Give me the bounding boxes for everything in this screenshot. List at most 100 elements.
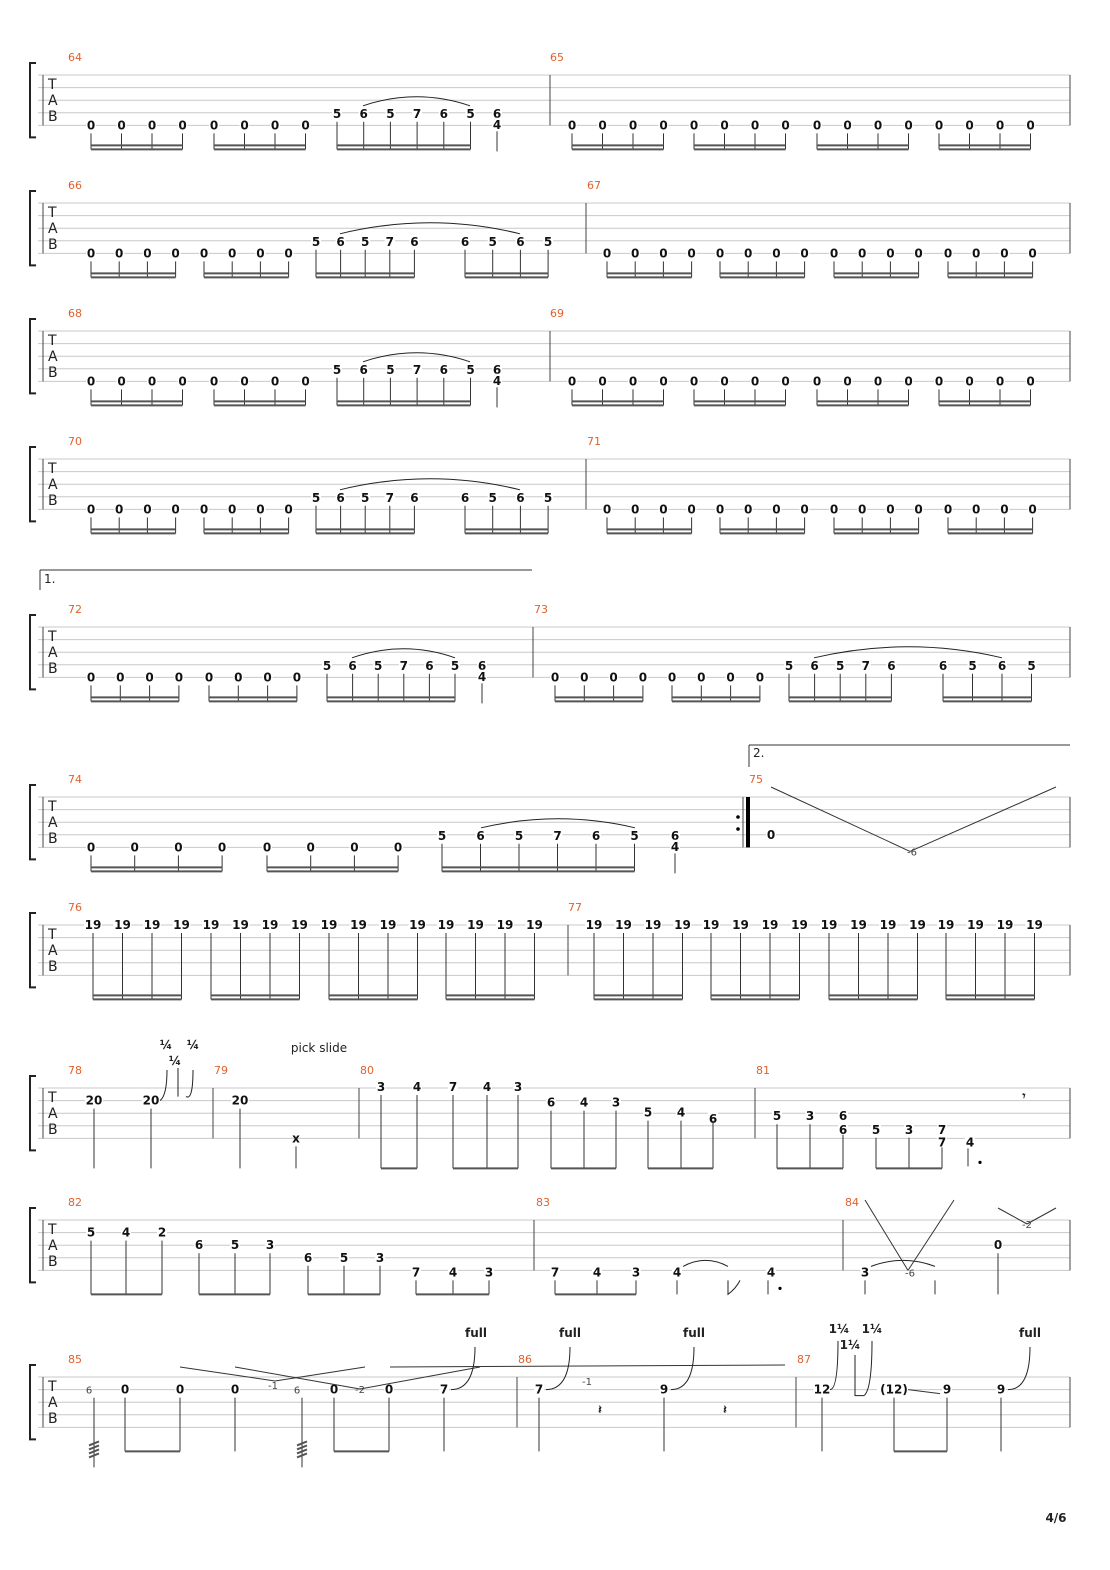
tab-letter-a: A [48,1395,58,1411]
measure-number: 83 [536,1196,550,1209]
fret-number: 4 [413,1080,421,1094]
fret-bg [86,246,96,259]
fret-number: 0 [843,374,851,388]
fret-number: 0 [744,246,752,260]
fret-bg [408,918,427,930]
fret-bg [829,502,839,515]
fret-bg [375,1250,385,1263]
fret-number: 3 [905,1123,913,1137]
fret-bg [543,490,554,503]
fret-bg [424,658,435,671]
fret-bg [177,118,188,131]
fret-number: 3 [806,1109,814,1123]
fret-number: 0 [874,374,882,388]
tab-letter-b: B [48,1122,58,1138]
fret-bg [761,918,779,930]
fret-bg [411,1265,421,1278]
whammy-return-line [909,786,1057,852]
bend-label: 1¼ [862,1322,883,1336]
fret-bg [784,658,794,671]
fret-bg [552,828,563,841]
fret-number: 0 [858,246,866,260]
whammy-value: -2 [355,1385,365,1396]
tab-letter-a: A [48,93,58,109]
fret-number: 7 [551,1265,559,1279]
measure-number: 64 [68,51,82,64]
fret-number: 6 [671,829,679,843]
fret-bg [630,502,641,515]
quarter-rest: 𝄽 [723,1403,727,1417]
fret-bg [903,374,914,387]
fret-bg [771,502,782,515]
fret-bg [142,502,153,515]
fret-number: 0 [843,118,851,132]
fret-bg [329,1382,339,1395]
fret-number: 19 [291,918,308,932]
fret-number: 6 [493,107,501,121]
bend-label: ¼ [160,1038,172,1052]
fret-number: 0 [271,374,279,388]
fret-bg [283,246,294,259]
whammy-line [359,1366,481,1390]
fret-number: 0 [228,502,236,516]
fret-bg [114,502,125,515]
fret-number: 19 [321,918,338,932]
whammy-return-line [1026,1207,1057,1225]
fret-number: 5 [489,235,497,249]
fret-number: 4 [493,118,501,132]
fret-bg [630,246,641,259]
whammy-line [389,1364,786,1368]
whammy-line [179,1366,276,1382]
fret-number: 7 [440,1383,448,1397]
tab-letter-t: T [47,77,57,93]
fret-bg [492,106,502,119]
fret-bg [1025,374,1036,387]
fret-bg [209,118,219,131]
fret-number: 5 [544,491,552,505]
fret-bg [658,374,669,387]
fret-number: 0 [200,502,208,516]
fret-number: 6 [839,1123,847,1137]
slur [362,352,471,363]
fret-number: 0 [210,374,218,388]
fret-number: 4 [767,1265,775,1279]
fret-number: 7 [413,363,421,377]
flag [727,1280,741,1296]
fret-bg [857,246,868,259]
fret-number: 0 [886,502,894,516]
fret-bg [602,502,612,515]
fret-number: 19 [467,918,484,932]
fret-number: 0 [271,118,279,132]
fret-number: 19 [114,918,131,932]
fret-bg [943,246,953,259]
fret-number: 3 [485,1265,493,1279]
fret-number: 12 [814,1383,831,1397]
fret-bg [86,502,96,515]
fret-bg [384,1382,394,1395]
fret-number: 0 [830,246,838,260]
tab-letter-a: A [48,815,58,831]
fret-number: 0 [772,502,780,516]
tab-letter-t: T [47,927,57,943]
fret-bg [437,828,447,841]
fret-number: 6 [839,1109,847,1123]
fret-number: 0 [178,374,186,388]
fret-bg [658,246,669,259]
fret-bg [475,828,486,841]
fret-bg [484,1265,494,1278]
fret-number: 0 [240,118,248,132]
tab-letter-b: B [48,959,58,975]
repeat-bar-thick [746,797,750,848]
fret-bg [860,1265,870,1278]
system-bracket [29,1075,36,1152]
fret-number: 9 [997,1383,1005,1397]
measure-number: 85 [68,1353,82,1366]
fret-bg [1025,918,1044,930]
bend-arrow [450,1346,476,1391]
fret-number: 0 [631,246,639,260]
fret-number: 7 [412,1265,420,1279]
fret-bg [513,1080,523,1092]
fret-number: 4 [483,1080,491,1094]
measure-number: 71 [587,435,601,448]
fret-number: 0 [598,374,606,388]
